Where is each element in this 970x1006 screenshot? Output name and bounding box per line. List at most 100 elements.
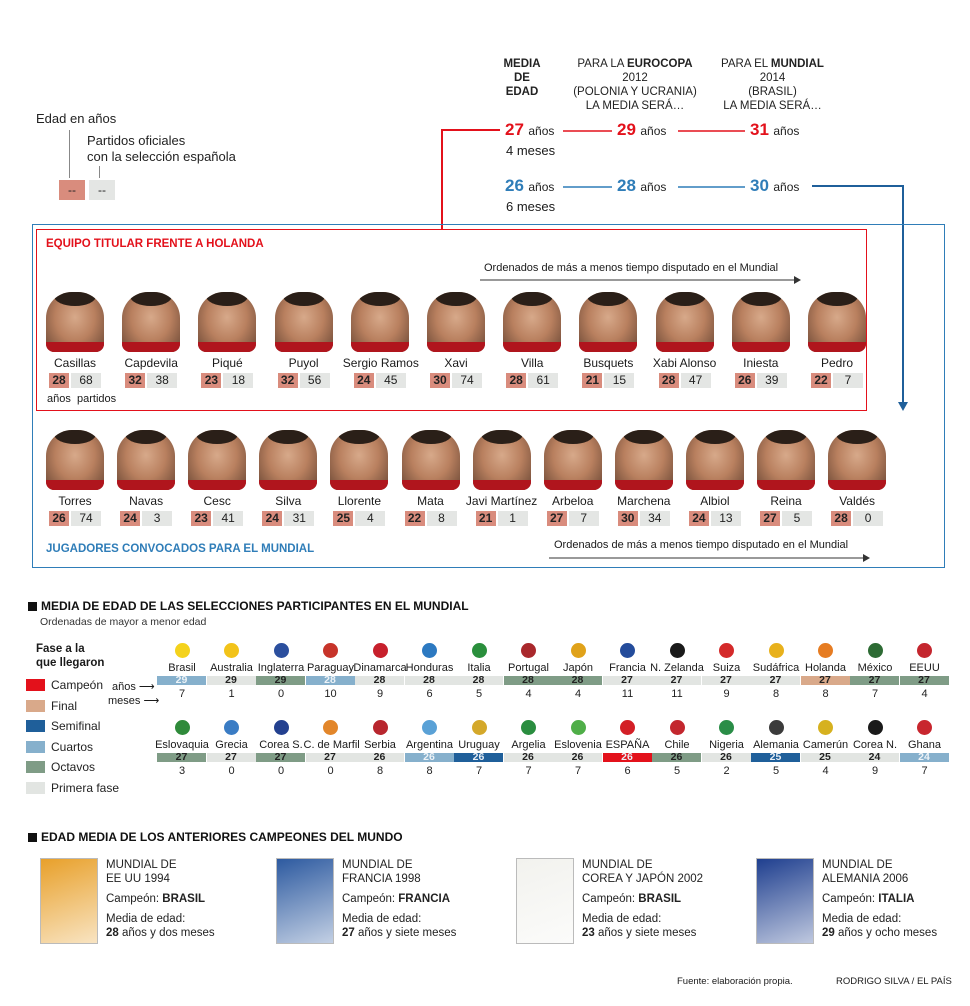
player-photo [472, 430, 531, 490]
player-games: 38 [147, 373, 178, 388]
phase-label: Semifinal [51, 719, 101, 733]
squad-sort-arrow [549, 554, 870, 562]
starters-sort-arrow [480, 276, 801, 284]
player-games: 61 [528, 373, 559, 388]
starters-age-now: 27 años [505, 120, 555, 139]
player-photo [117, 430, 176, 490]
champion-age-value: 23 años y siete meses [582, 926, 752, 940]
champion-age-years: 23 [582, 927, 595, 939]
team-name: Argelia [511, 739, 546, 751]
player-age: 26 [734, 373, 755, 388]
team-badge-icon [867, 643, 883, 658]
champion-age-label: Media de edad: [822, 913, 902, 925]
player-photo [427, 292, 485, 352]
team-age-bar: 27 [602, 675, 652, 685]
team-badge-icon [372, 643, 388, 658]
squad-age-euro: 28 años [617, 176, 667, 195]
team-badge-icon [224, 720, 239, 735]
player-name: Torres [58, 494, 92, 508]
player-games: 7 [568, 511, 599, 526]
team-name: Corea S. [259, 739, 303, 751]
team-age-bar: 28 [553, 675, 602, 685]
header-eurocopa: PARA LA EUROCOPA 2012 (POLONIA Y UCRANIA… [573, 58, 697, 112]
team-badge-icon [867, 720, 883, 735]
team-age-bar: 28 [355, 675, 404, 685]
team-months: 5 [772, 765, 780, 777]
player-games: 68 [71, 373, 101, 388]
footer-credit: RODRIGO SILVA / EL PAÍS [836, 976, 952, 987]
team-age-bar: 27 [751, 675, 800, 685]
team-name: Sudáfrica [752, 662, 800, 674]
teams-section-title: MEDIA DE EDAD DE LAS SELECCIONES PARTICI… [28, 599, 469, 613]
player-age: 24 [353, 373, 374, 388]
team-age-bar: 26 [454, 752, 503, 762]
team-months: 4 [574, 688, 582, 700]
team-months: 0 [228, 765, 235, 777]
team-age-bar: 28 [454, 675, 503, 685]
phase-label: Final [51, 698, 78, 713]
starters-sub-age: años [47, 393, 71, 405]
champion-winner-name: FRANCIA [398, 893, 451, 905]
team-months: 8 [426, 765, 433, 777]
player-games: 18 [223, 373, 254, 388]
team-badge-icon [521, 643, 536, 658]
team-name: N. Zelanda [650, 662, 704, 674]
player-age: 28 [658, 373, 679, 388]
team-badge-icon [917, 720, 932, 735]
player-name: Arbeloa [552, 494, 594, 508]
starters-age-wc: 31 años [750, 120, 800, 139]
team-age-bar: 27 [800, 675, 850, 685]
player-name: Busquets [583, 356, 634, 370]
mundial-usa-1994-poster [40, 858, 98, 944]
squad-months-now: 6 meses [506, 199, 556, 214]
player-age: 27 [546, 511, 567, 526]
champion-winner: Campeón: ITALIA [822, 892, 970, 906]
player-age: 26 [49, 511, 69, 526]
champion-winner: Campeón: BRASIL [582, 892, 752, 906]
team-months: 6 [426, 688, 433, 700]
team-age-bar: 24 [899, 752, 949, 762]
teams-section-subtitle: Ordenadas de mayor a menor edad [40, 616, 207, 628]
player-age: 24 [688, 511, 709, 526]
starters-sort-note: Ordenados de más a menos tiempo disputad… [484, 262, 779, 274]
player-name: Silva [275, 494, 302, 508]
team-months: 2 [723, 765, 730, 777]
player-age: 21 [582, 373, 603, 388]
connector-lines [437, 129, 908, 411]
team-name: Paraguay [306, 662, 355, 674]
team-age-bar: 28 [305, 675, 355, 685]
champion-age-rest: años y ocho meses [834, 927, 938, 939]
team-name: Ghana [907, 739, 942, 751]
phase-label: Cuartos [51, 739, 94, 754]
team-age-bar: 26 [503, 752, 553, 762]
team-months: 7 [574, 765, 582, 777]
player-photo [614, 430, 673, 490]
team-months: 7 [921, 765, 928, 777]
team-months: 8 [822, 688, 829, 700]
player-age: 28 [831, 511, 852, 526]
team-age-bar: 25 [800, 752, 850, 762]
team-months: 7 [178, 688, 186, 700]
player-games: 0 [853, 511, 884, 526]
footer-source: Fuente: elaboración propia. [677, 976, 793, 987]
player-name: Sergio Ramos [342, 356, 419, 370]
player-age: 30 [617, 511, 638, 526]
player-games: 3 [142, 511, 173, 526]
player-photo [731, 292, 790, 352]
team-name: Portugal [508, 662, 549, 674]
champion-winner: Campeón: FRANCIA [342, 892, 512, 906]
